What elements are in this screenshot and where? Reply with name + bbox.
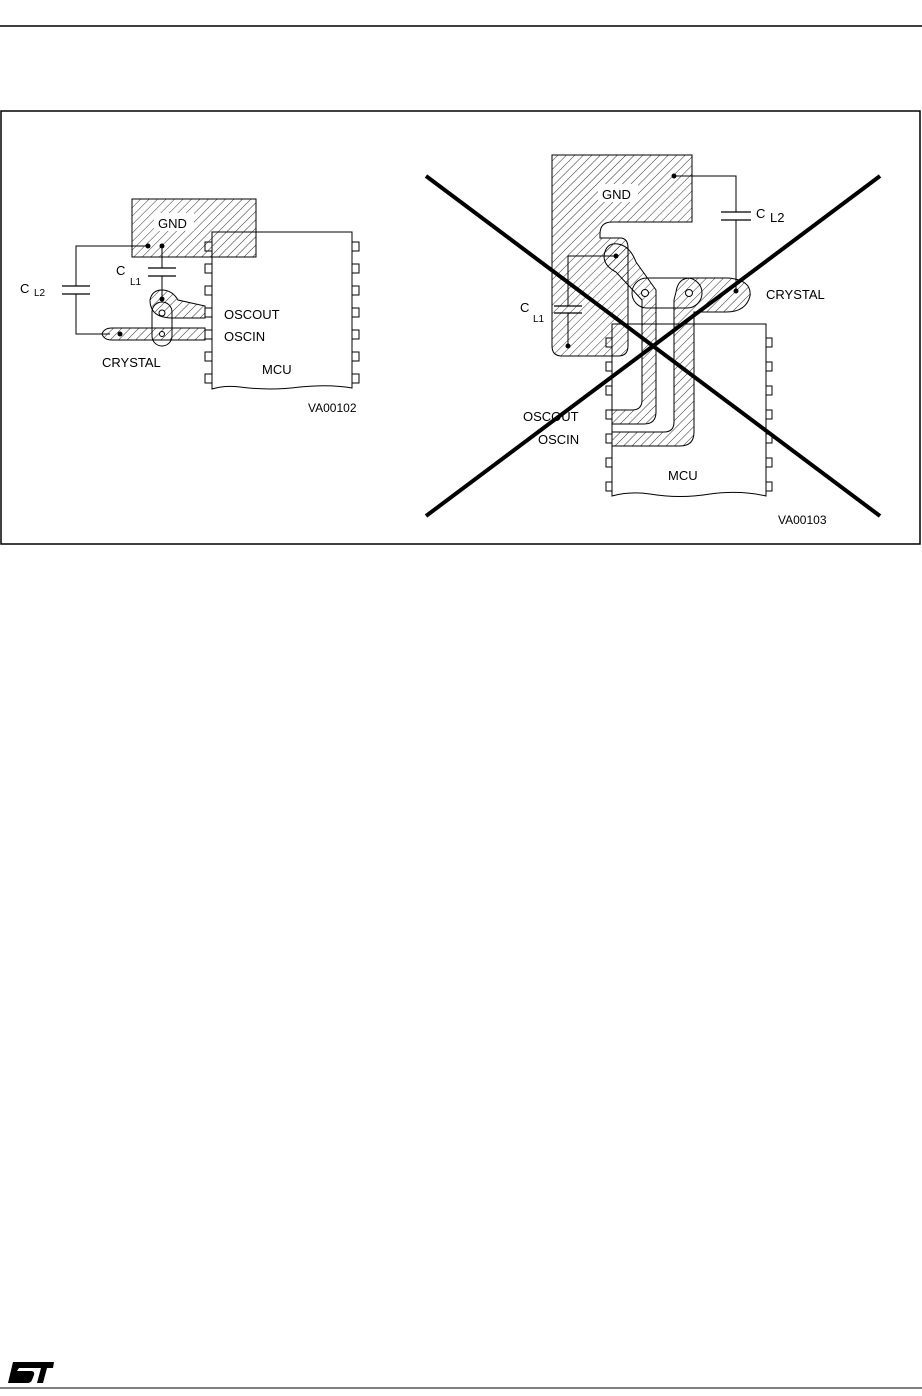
left-gnd-label: GND xyxy=(158,216,187,231)
left-cl2-wire xyxy=(75,245,148,286)
left-oscout-trace xyxy=(149,289,206,319)
left-mcu-left-pins xyxy=(204,241,213,384)
left-oscin-trace xyxy=(101,327,206,341)
figure-frame xyxy=(0,110,921,545)
left-cl2-label: C xyxy=(20,281,29,296)
left-crystal-body xyxy=(151,301,173,347)
right-gnd-label: GND xyxy=(602,187,631,202)
svg-text:L2: L2 xyxy=(770,210,784,225)
right-oscout-trace xyxy=(603,243,657,425)
svg-text:L1: L1 xyxy=(130,277,142,288)
right-ref-label: VA00103 xyxy=(778,513,827,527)
left-cl1-label: C xyxy=(116,263,125,278)
right-cl1-wire xyxy=(567,255,616,306)
right-mcu-right-pins xyxy=(765,337,773,492)
left-crystal-label: CRYSTAL xyxy=(102,355,161,370)
left-oscin-label: OSCIN xyxy=(224,329,265,344)
svg-text:L2: L2 xyxy=(34,288,46,299)
right-mcu-left-pins xyxy=(605,337,613,492)
right-cl2-label: C xyxy=(756,206,765,221)
svg-text:L1: L1 xyxy=(533,314,545,325)
right-cl1-label: C xyxy=(520,300,529,315)
right-mcu-label: MCU xyxy=(668,468,698,483)
left-diagram: GND C L2 C L1 OSCOUT OSCIN CRYSTAL MCU V… xyxy=(20,198,360,415)
right-oscin-label: OSCIN xyxy=(538,432,579,447)
right-diagram: GND C L2 C L1 CRYSTAL OSCOUT OSCIN MCU V… xyxy=(424,154,882,527)
right-crystal-label: CRYSTAL xyxy=(766,287,825,302)
st-logo xyxy=(8,1362,54,1383)
left-ref-label: VA00102 xyxy=(308,401,357,415)
right-cl2-wire xyxy=(674,175,737,212)
right-cross-line-2 xyxy=(424,174,882,518)
left-oscout-label: OSCOUT xyxy=(224,307,280,322)
right-crystal-body xyxy=(631,277,703,309)
left-mcu-right-pins xyxy=(351,241,360,384)
left-mcu-label: MCU xyxy=(262,362,292,377)
left-mcu-body xyxy=(211,231,353,390)
